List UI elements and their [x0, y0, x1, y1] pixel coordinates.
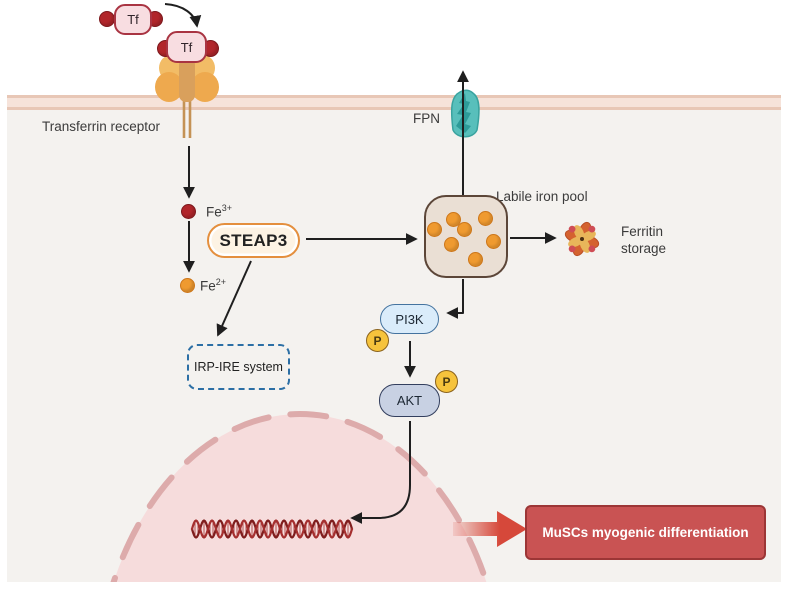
differentiation-arrow	[453, 511, 527, 547]
fpn-label: FPN	[413, 111, 440, 126]
tf-label: Tf	[166, 31, 207, 63]
iron-dot-icon	[468, 252, 483, 267]
transferrin-receptor-label: Transferrin receptor	[42, 119, 161, 134]
iron-dot-icon	[446, 212, 461, 227]
phosphate-badge: P	[366, 329, 389, 352]
tf-label: Tf	[114, 4, 152, 35]
dna-icon	[190, 519, 354, 539]
pi3k-box: PI3K	[380, 304, 439, 334]
steap3-box: STEAP3	[207, 223, 300, 258]
iron-dot-icon	[457, 222, 472, 237]
labile-iron-pool-label: Labile iron pool	[496, 189, 588, 204]
steap3-to-irpire-arrow	[216, 260, 252, 337]
ferritin-storage-label: Ferritin storage	[621, 224, 667, 256]
fe3-label: Fe3+	[206, 203, 233, 220]
akt-box: AKT	[379, 384, 440, 417]
tf-binding-arrow	[164, 3, 202, 28]
fe2-iron-icon	[180, 278, 195, 293]
nuclear-envelope-dashes	[110, 411, 490, 582]
iron-dot-icon	[444, 237, 459, 252]
pool-to-pi3k-arrow	[446, 279, 464, 319]
nucleus	[110, 411, 490, 582]
fpn-channel-icon	[450, 89, 480, 138]
irp-ire-box: IRP-IRE system	[187, 344, 290, 390]
fe3-iron-icon	[181, 204, 196, 219]
iron-dot-icon	[486, 234, 501, 249]
fe2-label: Fe2+	[200, 277, 227, 294]
iron-dot-icon	[427, 222, 442, 237]
labile-iron-pool	[424, 195, 508, 278]
akt-to-dna-arrow	[350, 421, 411, 524]
muscs-differentiation-box: MuSCs myogenic differentiation	[525, 505, 766, 560]
cell-membrane	[7, 95, 781, 110]
ferritin-icon	[564, 221, 600, 257]
phosphate-badge: P	[435, 370, 458, 393]
iron-dot-icon	[478, 211, 493, 226]
iron-atom-icon	[99, 11, 115, 27]
